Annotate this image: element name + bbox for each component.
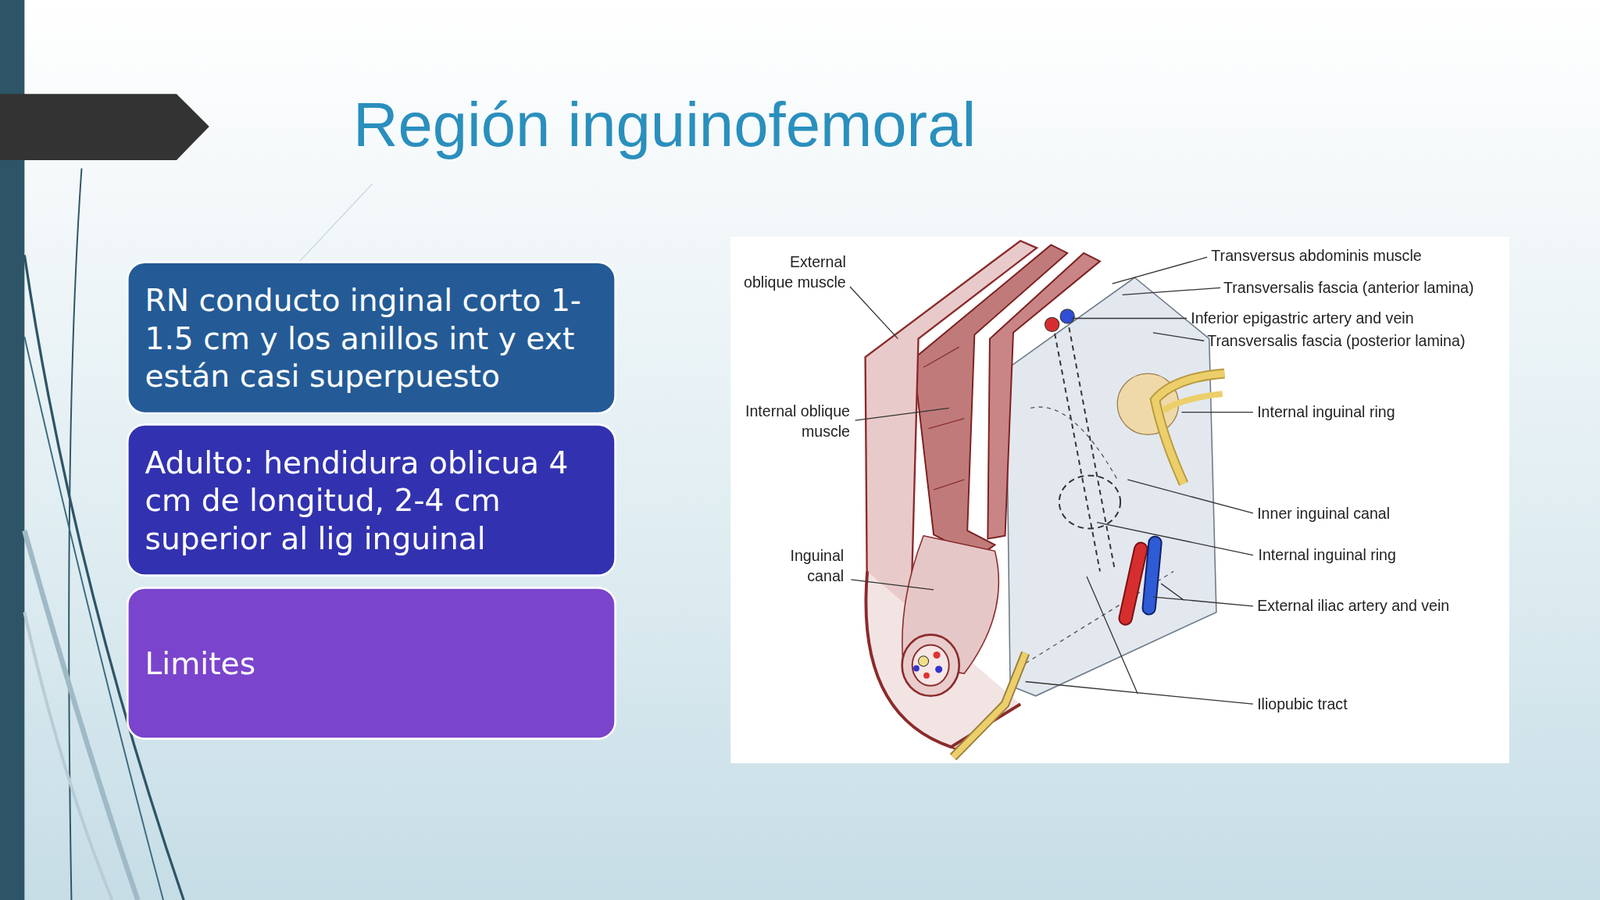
anatomy-illustration bbox=[1096, 522, 1254, 556]
anatomy-illustration bbox=[953, 653, 1026, 758]
anatomy-illustration bbox=[932, 651, 940, 659]
anatomy-illustration bbox=[730, 236, 1510, 764]
anatomy-illustration bbox=[1155, 373, 1225, 484]
anatomy-illustration bbox=[918, 656, 929, 667]
anatomy-illustration bbox=[1163, 393, 1223, 411]
figure-label: Transversalis fascia (anterior lamina) bbox=[1223, 277, 1474, 298]
box-text: Adulto: hendidura oblicua 4 cm de longit… bbox=[144, 443, 602, 558]
anatomy-illustration bbox=[1060, 309, 1075, 324]
content-box: RN conducto inginal corto 1-1.5 cm y los… bbox=[126, 260, 617, 415]
anatomy-illustration bbox=[902, 634, 960, 696]
anatomy-illustration bbox=[912, 644, 950, 686]
anatomy-illustration bbox=[1071, 317, 1187, 319]
anatomy-illustration bbox=[1149, 542, 1156, 609]
anatomy-illustration bbox=[1053, 318, 1115, 572]
anatomy-illustration bbox=[953, 653, 1026, 758]
anatomy-illustration bbox=[913, 665, 920, 672]
anatomy-illustration bbox=[913, 244, 1068, 558]
figure-label: Transversus abdominis muscle bbox=[1210, 246, 1422, 267]
figure-label: Inferior epigastric artery and vein bbox=[1190, 307, 1414, 329]
figure-label: Iliopubic tract bbox=[1257, 693, 1347, 715]
anatomy-illustration bbox=[1025, 407, 1174, 664]
figure-label: Internal inguinal ring bbox=[1257, 544, 1396, 565]
anatomy-illustration bbox=[1044, 317, 1059, 332]
decor-lines bbox=[24, 530, 138, 900]
anatomy-illustration bbox=[1155, 373, 1225, 484]
anatomy-illustration bbox=[1127, 479, 1254, 514]
anatomy-illustration bbox=[1153, 583, 1254, 607]
figure-label: Inguinal canal bbox=[772, 546, 844, 587]
anatomy-illustration bbox=[1059, 475, 1121, 529]
anatomy-illustration bbox=[1181, 411, 1253, 413]
title-banner bbox=[0, 93, 210, 161]
figure-label: External iliac artery and vein bbox=[1257, 596, 1450, 617]
content-box: Adulto: hendidura oblicua 4 cm de longit… bbox=[126, 423, 617, 577]
content-box: Limites bbox=[126, 586, 617, 740]
box-text: RN conducto inginal corto 1-1.5 cm y los… bbox=[144, 281, 602, 395]
figure-label: Transversalis fascia (posterior lamina) bbox=[1207, 330, 1465, 351]
anatomy-illustration bbox=[855, 407, 950, 421]
anatomy-illustration bbox=[730, 236, 1510, 764]
anatomy-illustration bbox=[850, 579, 934, 590]
figure-label: Internal inguinal ring bbox=[1257, 402, 1395, 423]
figure-label: Inner inguinal canal bbox=[1257, 503, 1390, 524]
slide-title: Región inguinofemoral bbox=[353, 87, 976, 161]
anatomy-illustration bbox=[1025, 576, 1254, 704]
box-text: Limites bbox=[144, 644, 256, 683]
anatomy-illustration bbox=[1122, 287, 1221, 295]
anatomy-illustration bbox=[1125, 549, 1142, 619]
decor-lines bbox=[296, 183, 373, 265]
figure-label: External oblique muscle bbox=[739, 252, 847, 293]
anatomy-illustration bbox=[923, 672, 930, 679]
anatomy-illustration bbox=[923, 346, 965, 490]
anatomy-illustration bbox=[1153, 332, 1204, 341]
anatomy-illustration bbox=[1125, 549, 1142, 619]
anatomy-illustration bbox=[1149, 542, 1156, 609]
anatomy-illustration bbox=[850, 286, 898, 340]
anatomy-illustration bbox=[935, 665, 943, 673]
anatomy-illustration bbox=[1112, 257, 1208, 284]
decor-lines bbox=[24, 612, 112, 900]
figure-label: Internal oblique muscle bbox=[743, 400, 850, 442]
anatomy-illustration bbox=[865, 240, 1037, 749]
